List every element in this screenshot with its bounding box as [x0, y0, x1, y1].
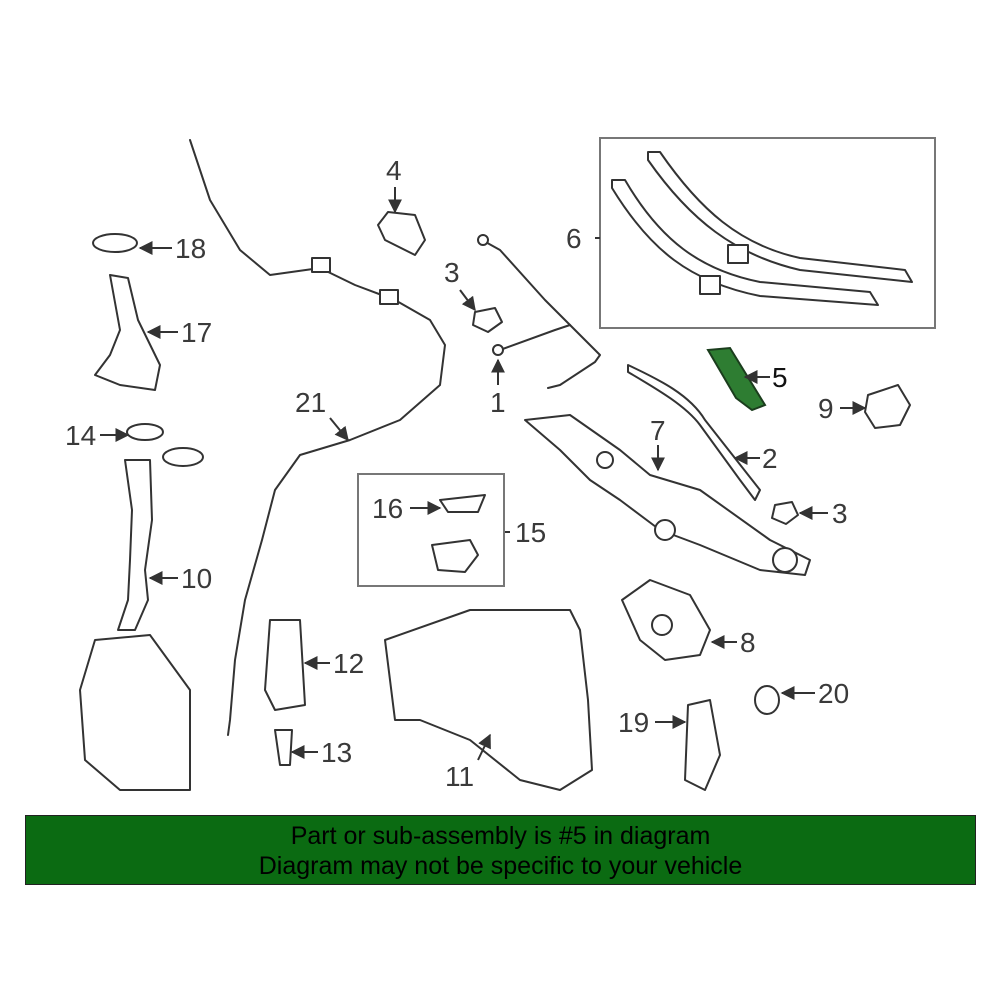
wiper-arm-1	[477, 234, 601, 389]
wiper-arm-2	[627, 364, 761, 501]
nut-3-lower	[771, 501, 799, 525]
part-9	[864, 384, 911, 429]
callout-5: 5	[772, 362, 788, 393]
callout-10: 10	[181, 563, 212, 594]
grommet-20	[754, 685, 780, 715]
callout-20: 20	[818, 678, 849, 709]
callout-21: 21	[295, 387, 326, 418]
banner-line-2: Diagram may not be specific to your vehi…	[258, 852, 743, 880]
callout-6: 6	[566, 223, 582, 254]
cap-4	[377, 211, 426, 256]
callout-19: 19	[618, 707, 649, 738]
banner-line-1: Part or sub-assembly is #5 in diagram	[290, 822, 711, 850]
callout-14: 14	[65, 420, 96, 451]
reservoir	[79, 634, 191, 791]
wiper-blade-upper	[647, 151, 913, 283]
part-16	[439, 494, 486, 513]
part-19	[684, 699, 721, 791]
wiper-arm-cover-highlighted	[706, 346, 767, 412]
callout-15: 15	[515, 517, 546, 548]
callout-7: 7	[650, 415, 666, 446]
callout-8: 8	[740, 627, 756, 658]
callout-16: 16	[372, 493, 403, 524]
nut-3-upper	[472, 307, 503, 333]
callout-11: 11	[445, 761, 474, 792]
washer-pump-12	[264, 619, 306, 711]
nozzle-box-15	[357, 473, 505, 587]
blade-adapter-lower	[699, 275, 721, 295]
callout-4: 4	[386, 155, 402, 186]
wiper-linkage-7	[524, 414, 811, 576]
hose-21	[189, 139, 446, 736]
nozzle-15	[431, 539, 479, 573]
callout-3-lower: 3	[832, 498, 848, 529]
cap-14	[126, 423, 204, 467]
leader-lines	[100, 187, 867, 761]
info-banner: Part or sub-assembly is #5 in diagram Di…	[25, 815, 976, 885]
bolt-13	[274, 729, 293, 766]
blades-box	[599, 137, 936, 329]
hose-clip-b	[379, 289, 399, 305]
hose-clip-a	[311, 257, 331, 273]
blade-adapter-upper	[727, 244, 749, 264]
callout-13: 13	[321, 737, 352, 768]
callout-2: 2	[762, 443, 778, 474]
callout-1: 1	[490, 387, 506, 418]
callout-3-upper: 3	[444, 257, 460, 288]
callout-9: 9	[818, 393, 834, 424]
callout-18: 18	[175, 233, 206, 264]
callout-12: 12	[333, 648, 364, 679]
bracket-17	[94, 274, 161, 391]
cowl-panel-11	[384, 609, 593, 791]
filler-neck-10	[117, 459, 153, 631]
wiper-motor-8	[621, 579, 711, 661]
part-18	[92, 233, 138, 253]
wiper-blade-lower	[611, 179, 879, 306]
wiper-blades-group	[599, 137, 936, 329]
callout-labels: 4 3 1 6 5 9 2 7 3 8 20 19 18 17 14 10 12…	[65, 155, 849, 792]
callout-17: 17	[181, 317, 212, 348]
